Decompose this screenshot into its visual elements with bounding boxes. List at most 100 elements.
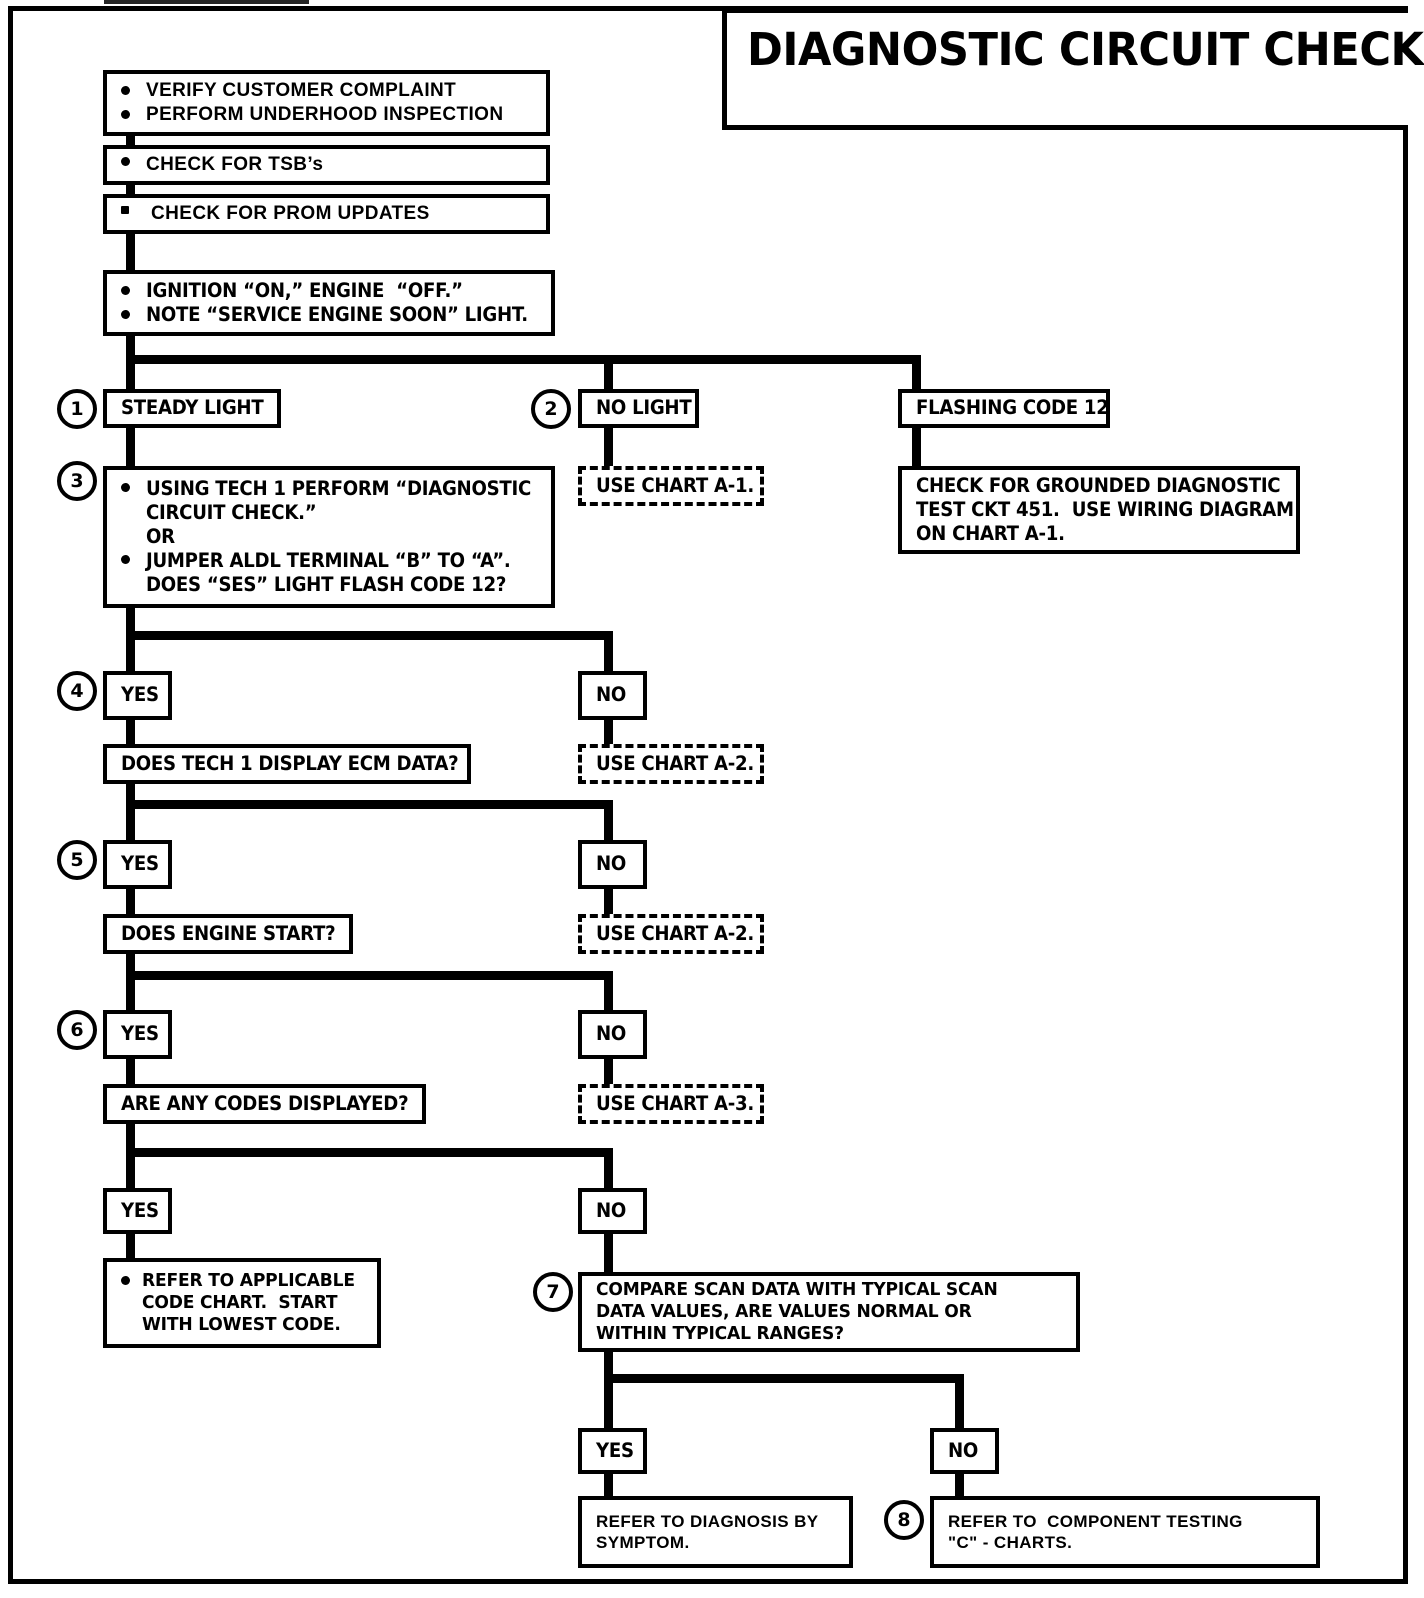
connector-branch4-yes <box>126 1148 135 1190</box>
node-text: NO LIGHT <box>596 396 692 420</box>
connector-no2-down <box>604 888 613 918</box>
node-text: TEST CKT 451. USE WIRING DIAGRAM <box>916 497 1294 521</box>
node-no-1[interactable]: NO <box>578 671 647 720</box>
bullet-icon <box>121 86 130 96</box>
bullet-icon <box>121 555 130 565</box>
node-text: WITH LOWEST CODE. <box>142 1314 341 1336</box>
connector-branch2-no <box>604 800 613 852</box>
connector-to-steady-light <box>126 355 135 390</box>
node-compare-scan-data[interactable]: COMPARE SCAN DATA WITH TYPICAL SCAN DATA… <box>578 1272 1080 1352</box>
node-engine-start-question[interactable]: DOES ENGINE START? <box>103 914 353 954</box>
connector-ecm-down <box>126 778 135 806</box>
node-text: REFER TO COMPONENT TESTING <box>948 1511 1243 1531</box>
connector-prom-to-ignition <box>126 234 135 272</box>
node-yes-3[interactable]: YES <box>103 1010 172 1059</box>
node-text: ARE ANY CODES DISPLAYED? <box>121 1091 409 1115</box>
node-grounded-test-ckt[interactable]: CHECK FOR GROUNDED DIAGNOSTIC TEST CKT 4… <box>898 466 1300 554</box>
bullet-row: VERIFY CUSTOMER COMPLAINT <box>107 79 546 103</box>
node-text: NO <box>948 1438 979 1462</box>
step-marker-7: 7 <box>533 1272 573 1312</box>
node-text: DOES “SES” LIGHT FLASH CODE 12? <box>146 573 507 597</box>
connector-no5-down <box>955 1470 964 1498</box>
bullet-row: USING TECH 1 PERFORM “DIAGNOSTIC CIRCUIT… <box>107 477 551 550</box>
node-text: NO <box>596 1198 627 1222</box>
node-text: USE CHART A-2. <box>596 921 755 945</box>
connector-no4-down <box>604 1232 613 1272</box>
node-flashing-code-12[interactable]: FLASHING CODE 12 <box>898 389 1110 428</box>
node-use-chart-a1[interactable]: USE CHART A-1. <box>578 466 764 506</box>
node-refer-diagnosis-by-symptom[interactable]: REFER TO DIAGNOSIS BY SYMPTOM. <box>578 1496 853 1568</box>
node-ecm-data-question[interactable]: DOES TECH 1 DISPLAY ECM DATA? <box>103 744 471 784</box>
step-marker-4: 4 <box>57 671 97 711</box>
node-text: YES <box>121 683 159 707</box>
node-text: CHECK FOR GROUNDED DIAGNOSTIC <box>916 473 1281 497</box>
connector-no3-down <box>604 1058 613 1088</box>
bullet-icon <box>121 310 130 319</box>
connector-branch1-no <box>604 631 613 683</box>
node-text: "C" - CHARTS. <box>948 1533 1073 1552</box>
bullet-row: PERFORM UNDERHOOD INSPECTION <box>107 103 546 127</box>
node-no-2[interactable]: NO <box>578 840 647 889</box>
node-refer-code-chart[interactable]: REFER TO APPLICABLE CODE CHART. START WI… <box>103 1258 381 1348</box>
connector-branch5-no <box>955 1374 964 1432</box>
node-steady-light[interactable]: STEADY LIGHT <box>103 389 281 428</box>
bullet-icon <box>121 206 129 215</box>
bullet-icon <box>121 157 130 167</box>
node-no-4[interactable]: NO <box>578 1188 647 1234</box>
bullet-row: NOTE “SERVICE ENGINE SOON” LIGHT. <box>107 303 551 327</box>
node-yes-1[interactable]: YES <box>103 671 172 720</box>
node-text: FLASHING CODE 12 <box>916 396 1109 420</box>
bullet-icon <box>121 110 130 119</box>
node-yes-4[interactable]: YES <box>103 1188 172 1234</box>
connector-branch3-no <box>604 971 613 1023</box>
branch-bar-3 <box>126 971 613 980</box>
bullet-icon <box>121 1275 130 1285</box>
node-use-chart-a2-first[interactable]: USE CHART A-2. <box>578 744 764 784</box>
connector-branch2-yes <box>126 800 135 852</box>
node-text: YES <box>121 852 159 876</box>
bullet-icon <box>121 285 130 295</box>
node-check-prom[interactable]: CHECK FOR PROM UPDATES <box>103 194 550 234</box>
bullet-row: IGNITION “ON,” ENGINE “OFF.” <box>107 279 551 303</box>
step-marker-6: 6 <box>57 1010 97 1050</box>
connector-steady-to-step3 <box>126 428 135 466</box>
node-yes-5[interactable]: YES <box>578 1428 647 1474</box>
node-refer-component-testing[interactable]: REFER TO COMPONENT TESTING "C" - CHARTS. <box>930 1496 1320 1568</box>
node-codes-displayed-question[interactable]: ARE ANY CODES DISPLAYED? <box>103 1084 426 1124</box>
node-text: YES <box>121 1022 159 1046</box>
connector-to-flashing-code <box>912 355 921 390</box>
connector-step7-down <box>604 1352 613 1380</box>
bullet-row: JUMPER ALDL TERMINAL “B” TO “A”. DOES “S… <box>107 549 551 597</box>
node-text: IGNITION “ON,” ENGINE “OFF.” <box>146 278 463 302</box>
node-verify-complaint[interactable]: VERIFY CUSTOMER COMPLAINT PERFORM UNDERH… <box>103 70 550 136</box>
connector-engstart-down <box>126 950 135 978</box>
node-text: DATA VALUES, ARE VALUES NORMAL OR <box>596 1300 972 1322</box>
node-check-tsb[interactable]: CHECK FOR TSB’s <box>103 145 550 185</box>
node-text: SYMPTOM. <box>596 1533 690 1552</box>
connector-yes2-down <box>126 888 135 918</box>
node-no-light[interactable]: NO LIGHT <box>578 389 699 428</box>
branch-bar-5 <box>604 1374 964 1383</box>
node-no-5[interactable]: NO <box>930 1428 999 1474</box>
branch-bar-1 <box>126 631 613 640</box>
node-use-chart-a3[interactable]: USE CHART A-3. <box>578 1084 764 1124</box>
node-text: REFER TO DIAGNOSIS BY <box>596 1511 819 1531</box>
node-ignition-on[interactable]: IGNITION “ON,” ENGINE “OFF.” NOTE “SERVI… <box>103 270 555 336</box>
connector-flashing-to-ground <box>912 428 921 466</box>
step-marker-1: 1 <box>57 389 97 429</box>
node-use-chart-a2-second[interactable]: USE CHART A-2. <box>578 914 764 954</box>
node-no-3[interactable]: NO <box>578 1010 647 1059</box>
node-text: CHECK FOR PROM UPDATES <box>151 203 430 225</box>
node-text: CIRCUIT CHECK.” <box>146 500 317 524</box>
node-yes-2[interactable]: YES <box>103 840 172 889</box>
node-text: NOTE “SERVICE ENGINE SOON” LIGHT. <box>146 303 528 326</box>
node-text: OR <box>146 524 175 548</box>
node-text: USE CHART A-2. <box>596 751 755 775</box>
step-marker-5: 5 <box>57 840 97 880</box>
node-text: USE CHART A-3. <box>596 1091 755 1115</box>
node-tech1-perform[interactable]: USING TECH 1 PERFORM “DIAGNOSTIC CIRCUIT… <box>103 466 555 608</box>
node-text: NO <box>596 852 627 876</box>
connector-branch3-yes <box>126 971 135 1023</box>
connector-codes-down <box>126 1120 135 1150</box>
title-plate: DIAGNOSTIC CIRCUIT CHECK <box>722 8 1424 130</box>
